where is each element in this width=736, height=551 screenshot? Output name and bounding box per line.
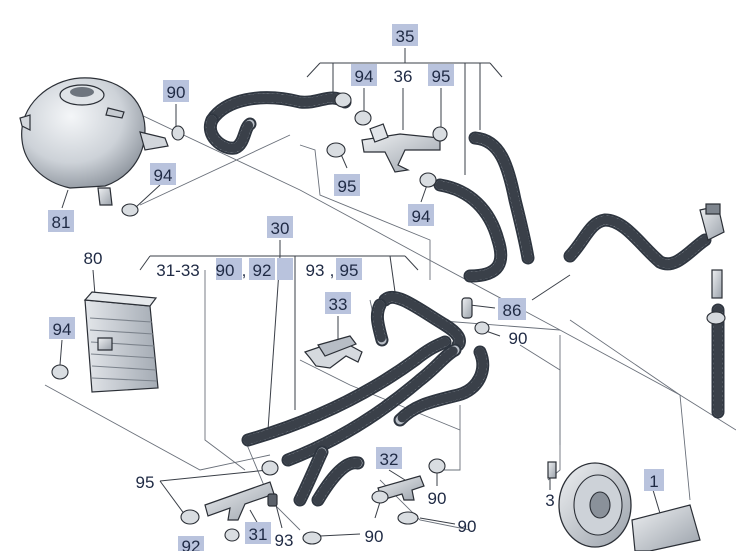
callout-92: 92 [178,536,204,551]
reference-lines [44,104,736,531]
coolant-expansion-tank [19,77,169,206]
svg-text:32: 32 [380,450,399,469]
callout-95: 95 [136,473,155,492]
callout-90: 90 [216,258,242,280]
callout-93: 93 [275,531,294,550]
svg-text:90: 90 [509,329,528,348]
svg-text:3: 3 [545,491,554,510]
hose-texture [470,133,533,263]
svg-text:33: 33 [329,295,348,314]
svg-text:80: 80 [84,249,103,268]
hose-texture [565,215,710,269]
callout-94: 94 [49,317,75,339]
callout-1: 1 [644,469,664,491]
hose-texture [243,337,450,445]
svg-text:92: 92 [182,537,201,551]
comma-separator: , [330,261,335,280]
callout-33: 33 [325,292,351,314]
svg-text:94: 94 [355,67,374,86]
callout-90: 90 [509,329,528,348]
svg-text:86: 86 [503,301,522,320]
svg-text:94: 94 [412,207,431,226]
hose-texture [283,345,460,465]
svg-text:35: 35 [396,27,415,46]
callout-95: 95 [336,258,362,280]
part-labels: 35 94 36 95 90 94 95 94 81 30 31-33 90 ,… [48,24,664,551]
svg-text:36: 36 [394,67,413,86]
svg-text:95: 95 [338,177,357,196]
oil-cooler [83,291,159,393]
svg-text:90: 90 [216,261,235,280]
svg-text:81: 81 [52,213,71,232]
svg-text:90: 90 [167,83,186,102]
hose-texture [313,458,363,505]
hose-texture [395,347,488,425]
svg-text:90: 90 [428,489,447,508]
callout-94: 94 [351,64,377,86]
hose-texture [205,115,255,153]
callout-3: 3 [545,491,554,510]
callout-81: 81 [48,210,74,232]
svg-text:95: 95 [340,261,359,280]
svg-text:31-33: 31-33 [156,261,199,280]
svg-text:95: 95 [432,67,451,86]
svg-text:94: 94 [53,320,72,339]
callout-35: 35 [392,24,418,46]
coolant-hoses [203,91,725,507]
callout-80: 80 [84,249,103,268]
hose-texture [380,292,464,350]
hose-texture [207,93,350,125]
hose-texture [372,300,387,345]
svg-text:95: 95 [136,473,155,492]
callout-90: 90 [163,80,189,102]
svg-text:90: 90 [458,517,477,536]
callout-32: 32 [376,447,402,469]
callout-31: 31 [245,522,271,544]
callout-90: 90 [458,517,477,536]
hose-texture [435,180,506,281]
svg-text:30: 30 [271,219,290,238]
callout-93: 93 [306,261,325,280]
comma-separator: , [242,261,247,280]
callout-94: 94 [150,163,176,185]
svg-text:93: 93 [275,531,294,550]
callout-92: 92 [249,258,275,280]
svg-text:1: 1 [649,472,658,491]
fittings [51,92,490,545]
svg-text:94: 94 [154,166,173,185]
callout-86: 86 [498,298,526,320]
svg-text:92: 92 [253,261,272,280]
callout-31-33: 31-33 [156,261,199,280]
callout-94: 94 [408,204,434,226]
callout-90: 90 [428,489,447,508]
callout-36: 36 [394,67,413,86]
callout-95: 95 [334,174,360,196]
callout-95: 95 [428,64,454,86]
valve-and-pump [547,203,726,551]
callout-30: 30 [267,216,293,238]
svg-text:93: 93 [306,261,325,280]
hose-texture [295,447,327,505]
callout-90: 90 [365,527,384,546]
callout-box-blank [277,258,293,280]
svg-text:90: 90 [365,527,384,546]
svg-text:31: 31 [249,525,268,544]
